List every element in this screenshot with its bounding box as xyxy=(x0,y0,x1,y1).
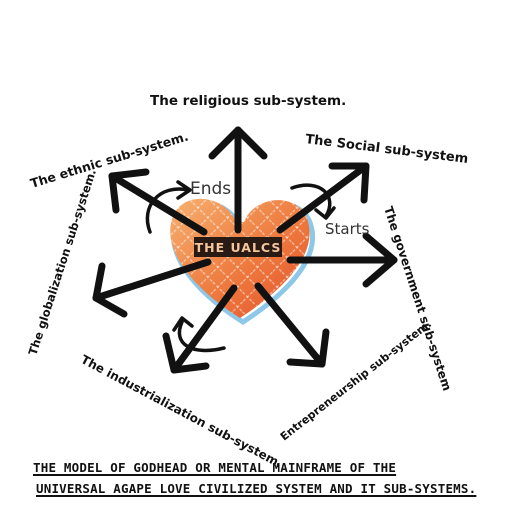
curved-arrow-bottom xyxy=(172,316,226,353)
arrow-upper-left xyxy=(108,168,208,236)
arrow-lower-right xyxy=(254,282,330,368)
caption-line-2: UNIVERSAL AGAPE LOVE CIVILIZED SYSTEM AN… xyxy=(36,481,477,496)
curved-arrow-starts xyxy=(290,183,336,220)
center-label-box: THE UALCS xyxy=(194,237,282,257)
subsystem-globalization-label: The globalization sub-system. xyxy=(26,167,99,356)
arrow-upper-right xyxy=(276,162,370,234)
curved-arrow-ends xyxy=(145,180,192,234)
starts-label: Starts xyxy=(325,220,370,238)
subsystem-government-label: The government sub-system xyxy=(381,205,454,393)
ends-label: Ends xyxy=(190,179,231,199)
caption-line-1: THE MODEL OF GODHEAD OR MENTAL MAINFRAME… xyxy=(33,460,397,475)
center-label: THE UALCS xyxy=(195,240,282,255)
arrow-up xyxy=(208,126,268,234)
subsystem-religious-label: The religious sub-system. xyxy=(150,93,346,109)
arrow-right xyxy=(286,232,398,288)
subsystem-social-label: The Social sub-system xyxy=(305,132,470,167)
arrow-left xyxy=(92,258,212,318)
arrow-lower-left xyxy=(162,284,238,374)
